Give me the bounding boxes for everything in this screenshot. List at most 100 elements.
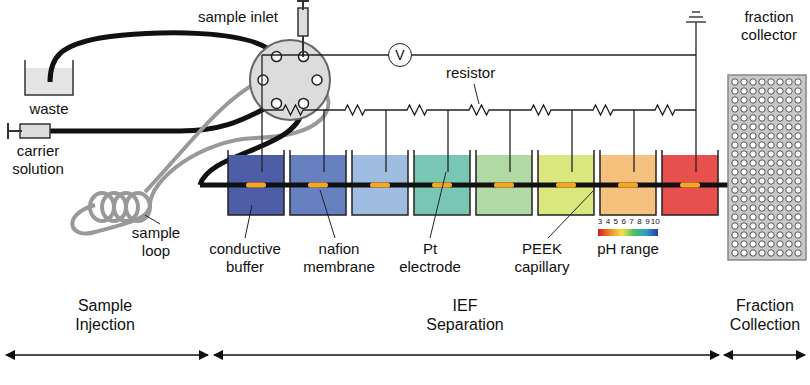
collector-well (777, 160, 783, 166)
collector-well (795, 205, 801, 211)
collector-well (768, 142, 774, 148)
part-label: waste (19, 100, 79, 118)
collector-well (732, 196, 738, 202)
scale-number: 7 (626, 218, 638, 226)
collector-well (750, 79, 756, 85)
collector-well (732, 142, 738, 148)
collector-well (750, 124, 756, 130)
collector-well (795, 187, 801, 193)
collector-well (777, 178, 783, 184)
collector-well (786, 133, 792, 139)
collector-well (759, 115, 765, 121)
collector-well (750, 196, 756, 202)
resistor-symbol (262, 105, 324, 115)
collector-well (768, 223, 774, 229)
collector-well (795, 151, 801, 157)
scale-number: 4 (602, 218, 614, 226)
collector-well (759, 124, 765, 130)
collector-well (777, 115, 783, 121)
collector-well (750, 115, 756, 121)
collector-well (786, 151, 792, 157)
collector-well (777, 169, 783, 175)
collector-well (768, 169, 774, 175)
collector-well (777, 223, 783, 229)
collector-well (759, 187, 765, 193)
collector-well (777, 142, 783, 148)
pt-electrode (261, 55, 262, 172)
collector-well (759, 106, 765, 112)
collector-well (768, 133, 774, 139)
collector-well (786, 214, 792, 220)
collector-well (759, 196, 765, 202)
collector-well (741, 142, 747, 148)
collector-well (741, 106, 747, 112)
collector-well (732, 106, 738, 112)
collector-well (795, 232, 801, 238)
collector-well (741, 178, 747, 184)
section-label: Sample Injection (55, 296, 155, 334)
collector-well (732, 160, 738, 166)
collector-well (795, 79, 801, 85)
collector-well (732, 232, 738, 238)
collector-well (768, 160, 774, 166)
scale-number: 5 (610, 218, 622, 226)
section-label: IEF Separation (415, 296, 515, 334)
collector-well (741, 223, 747, 229)
collector-well (795, 169, 801, 175)
collector-well (741, 214, 747, 220)
collector-well (786, 223, 792, 229)
collector-well (768, 88, 774, 94)
collector-well (777, 79, 783, 85)
nafion-membrane (370, 183, 390, 188)
collector-well (732, 241, 738, 247)
collector-well (759, 133, 765, 139)
collector-well (777, 88, 783, 94)
collector-well (750, 169, 756, 175)
collector-well (795, 97, 801, 103)
collector-well (786, 79, 792, 85)
collector-well (786, 196, 792, 202)
collector-well (768, 151, 774, 157)
collector-well (768, 97, 774, 103)
collector-well (768, 205, 774, 211)
collector-well (786, 250, 792, 256)
part-label: Pt electrode (392, 240, 468, 276)
resistor-symbol (634, 105, 696, 115)
collector-well (732, 205, 738, 211)
collector-well (732, 214, 738, 220)
collector-well (750, 160, 756, 166)
collector-well (750, 232, 756, 238)
collector-well (786, 232, 792, 238)
pt-electrode (509, 110, 510, 172)
collector-well (741, 88, 747, 94)
collector-well (741, 187, 747, 193)
collector-well (777, 196, 783, 202)
part-label: fraction collector (730, 8, 808, 44)
section-label: Fraction Collection (722, 296, 808, 334)
collector-well (777, 250, 783, 256)
collector-well (786, 241, 792, 247)
collector-well (741, 151, 747, 157)
collector-well (777, 106, 783, 112)
collector-well (759, 142, 765, 148)
collector-well (750, 178, 756, 184)
part-label: sample inlet (178, 8, 278, 26)
pt-electrode (571, 110, 572, 172)
nafion-membrane (680, 183, 700, 188)
collector-well (759, 205, 765, 211)
nafion-membrane (556, 183, 576, 188)
collector-well (795, 124, 801, 130)
collector-well (795, 160, 801, 166)
collector-well (786, 169, 792, 175)
collector-well (768, 250, 774, 256)
collector-well (786, 124, 792, 130)
collector-well (741, 124, 747, 130)
collector-well (732, 178, 738, 184)
resistor-symbol (510, 105, 572, 115)
collector-well (759, 241, 765, 247)
collector-well (741, 241, 747, 247)
part-label: pH range (590, 240, 666, 258)
collector-well (750, 97, 756, 103)
collector-well (786, 142, 792, 148)
